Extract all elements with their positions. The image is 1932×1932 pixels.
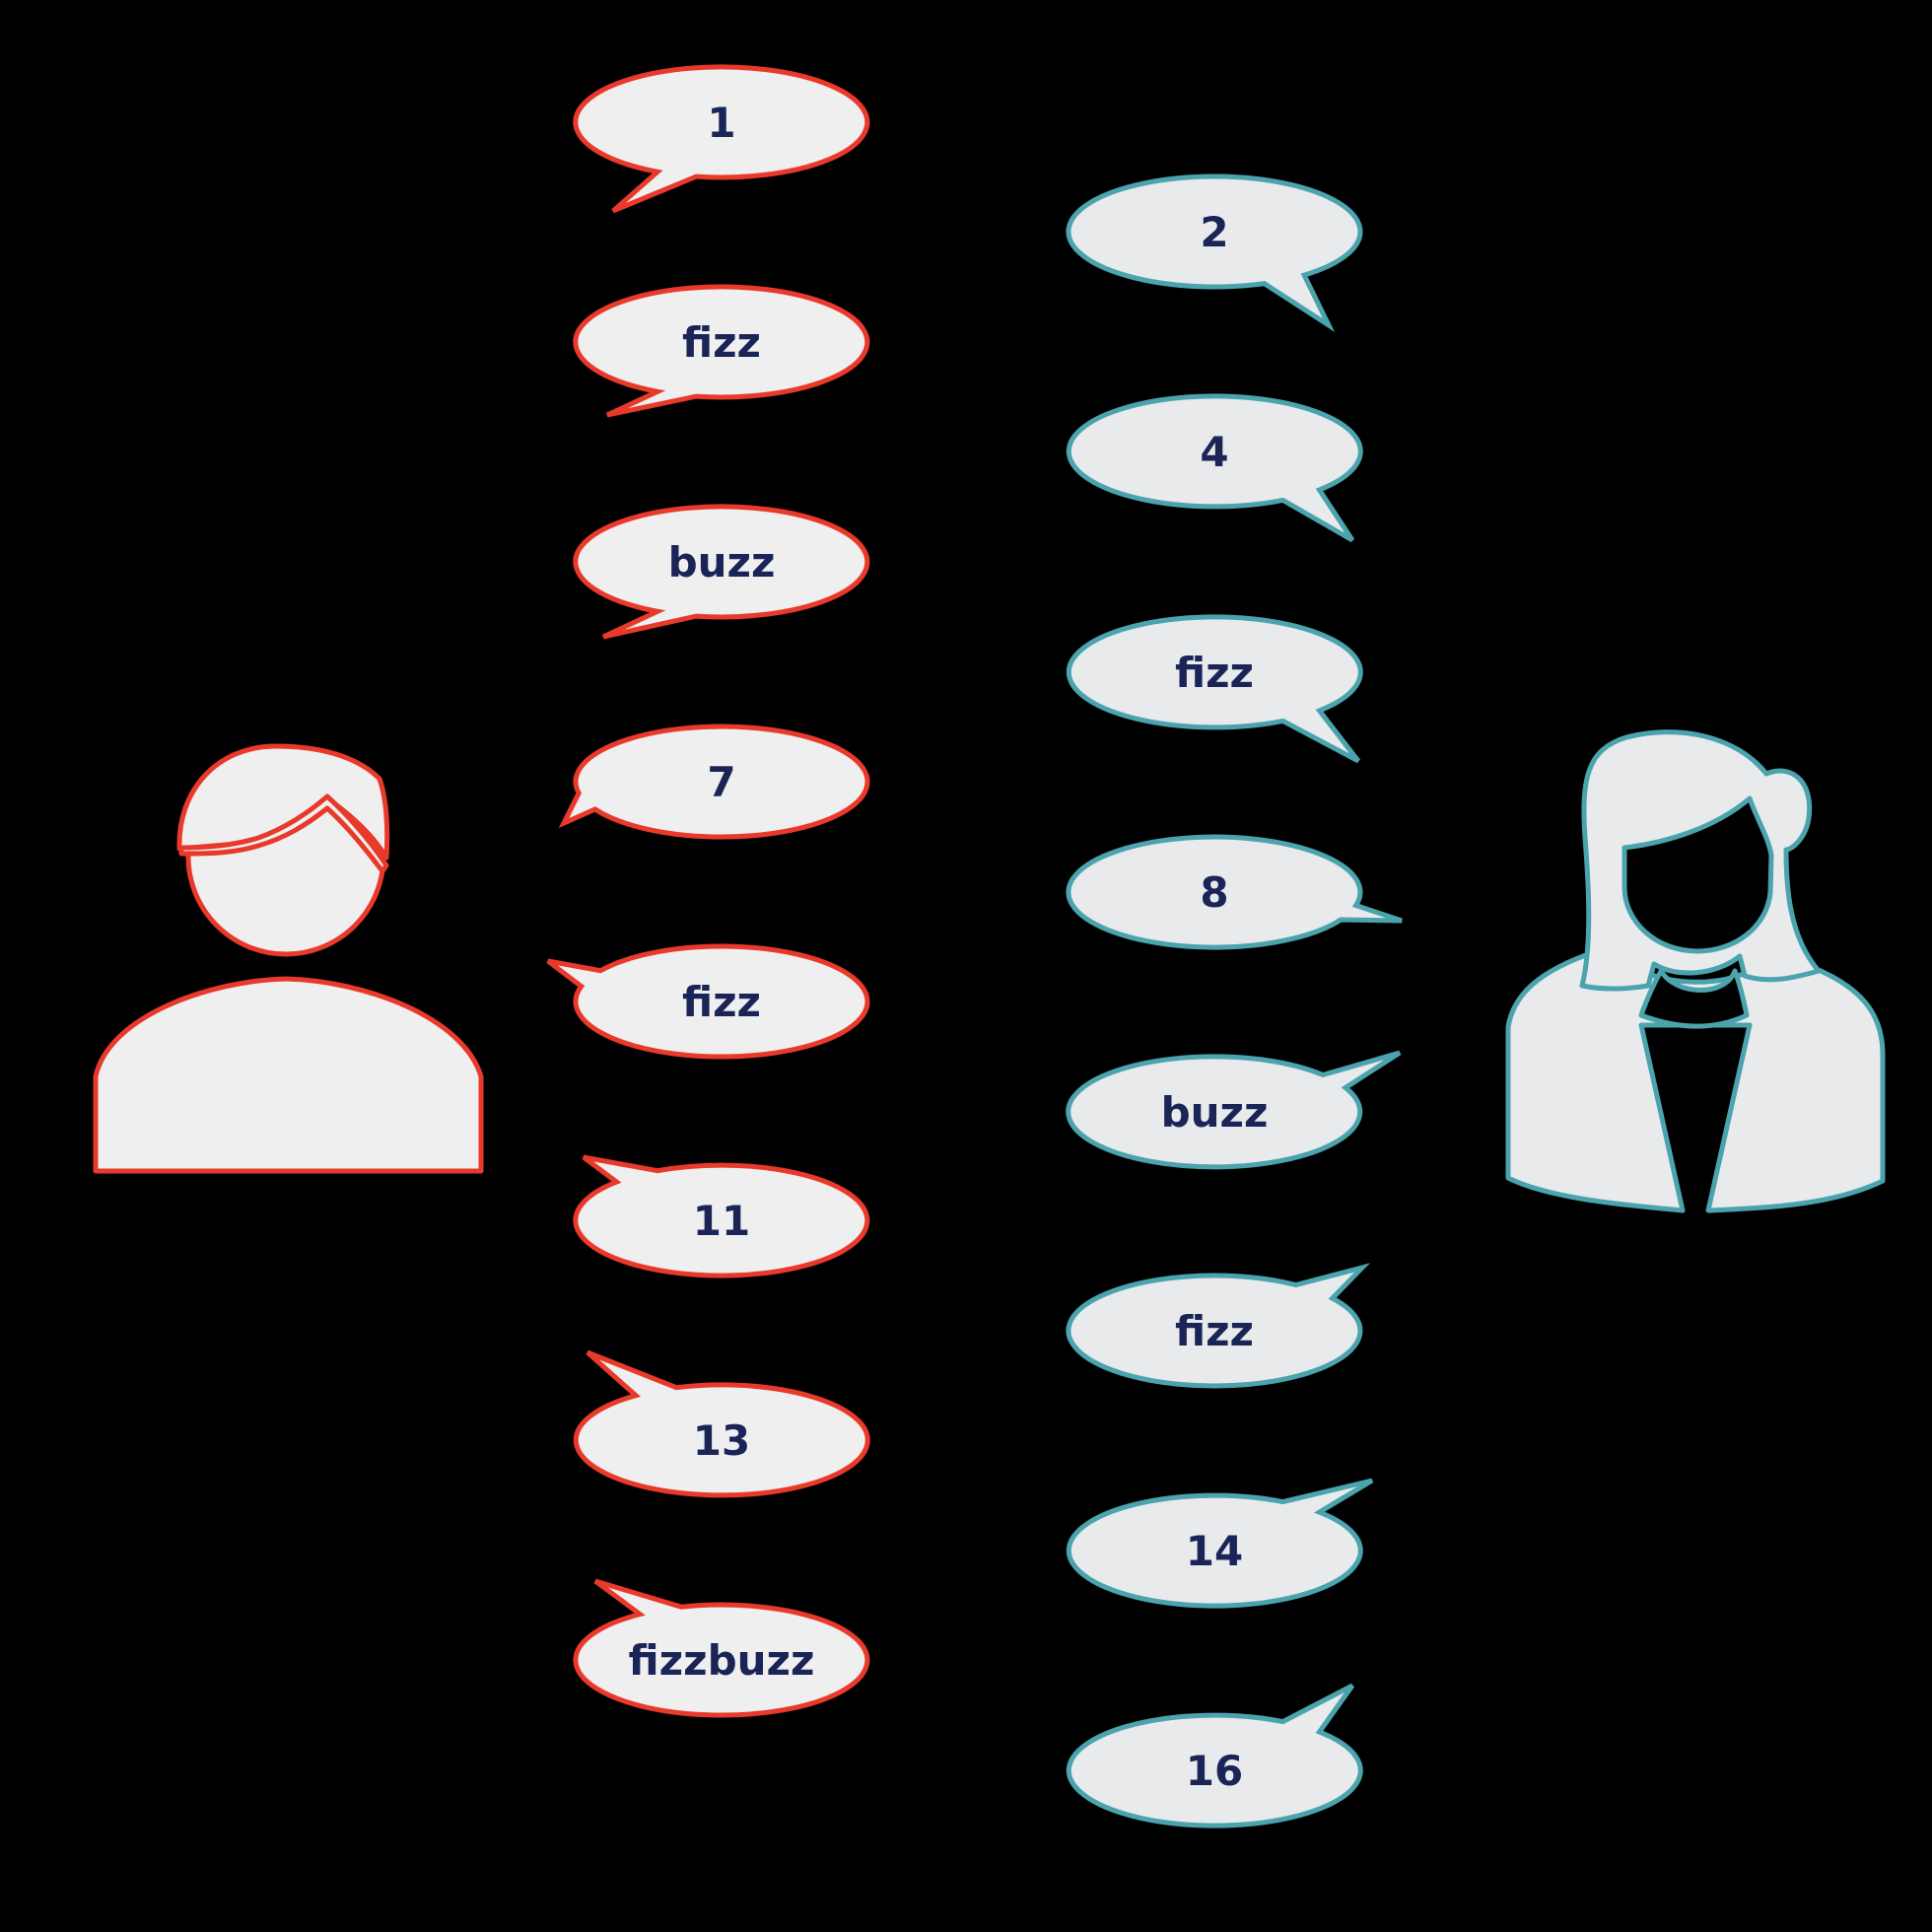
right-speech-bubble-text: 2: [1200, 208, 1228, 256]
left-speech-bubble: fizzbuzz: [573, 1578, 870, 1718]
left-speech-bubble-shape: [558, 724, 870, 840]
left-speech-bubble: buzz: [573, 504, 870, 640]
right-speech-bubble: fizz: [1066, 614, 1363, 764]
woman-person-icon: [1505, 729, 1886, 1213]
right-speech-bubble-shape: [1066, 173, 1363, 333]
left-speech-bubble: 11: [573, 1154, 870, 1278]
left-speech-bubble-shape: [573, 1578, 870, 1718]
right-speech-bubble-text: 16: [1186, 1747, 1243, 1795]
right-speech-bubble-text: fizz: [1175, 1307, 1254, 1355]
right-speech-bubble: 2: [1066, 173, 1363, 333]
left-speech-bubble-shape: [546, 943, 870, 1060]
left-speech-bubble-text: 11: [693, 1197, 750, 1245]
right-speech-bubble-shape: [1066, 1263, 1371, 1389]
woman-neck-shape: [1638, 968, 1750, 1029]
right-speech-bubble-shape: [1066, 1050, 1402, 1170]
right-speech-bubble: 4: [1066, 393, 1363, 543]
left-speech-bubble: 7: [558, 724, 870, 840]
left-speech-bubble-shape: [573, 1349, 870, 1498]
left-speech-bubble-text: 7: [707, 758, 735, 806]
right-speech-bubble: buzz: [1066, 1050, 1402, 1170]
right-speech-bubble-text: 4: [1200, 428, 1228, 476]
right-speech-bubble: 16: [1066, 1683, 1363, 1828]
right-speech-bubble-shape: [1066, 614, 1363, 764]
woman-body-shape: [1505, 941, 1886, 1213]
right-speech-bubble: 8: [1066, 834, 1403, 950]
speech-bubble-layer: 1fizzbuzz7fizz1113fizzbuzz24fizz8buzzfiz…: [546, 64, 1403, 1828]
man-person-icon: [93, 743, 484, 1174]
left-speech-bubble-text: 13: [693, 1416, 750, 1465]
right-speech-bubble-text: buzz: [1161, 1088, 1269, 1137]
right-speech-bubble-text: fizz: [1175, 649, 1254, 697]
left-speech-bubble-text: fizz: [682, 978, 761, 1026]
right-speech-bubble-text: 8: [1200, 868, 1228, 917]
left-speech-bubble: 1: [573, 64, 870, 214]
man-body-shape: [93, 976, 484, 1174]
left-speech-bubble: fizz: [573, 284, 870, 418]
left-speech-bubble-text: fizzbuzz: [629, 1636, 815, 1685]
right-speech-bubble-text: 14: [1186, 1527, 1243, 1575]
left-speech-bubble-shape: [573, 284, 870, 418]
right-speech-bubble-shape: [1066, 834, 1403, 950]
left-speech-bubble-text: buzz: [668, 538, 776, 586]
right-speech-bubble: 14: [1066, 1478, 1374, 1609]
right-speech-bubble-shape: [1066, 393, 1363, 543]
right-speech-bubble-shape: [1066, 1683, 1363, 1828]
left-speech-bubble-shape: [573, 64, 870, 214]
right-speech-bubble-shape: [1066, 1478, 1374, 1609]
left-speech-bubble-text: fizz: [682, 318, 761, 367]
left-speech-bubble: fizz: [546, 943, 870, 1060]
left-speech-bubble-text: 1: [707, 99, 735, 147]
left-speech-bubble-shape: [573, 1154, 870, 1278]
left-speech-bubble: 13: [573, 1349, 870, 1498]
right-speech-bubble: fizz: [1066, 1263, 1371, 1389]
left-speech-bubble-shape: [573, 504, 870, 640]
man-hair-fringe: [178, 794, 389, 874]
woman-face-shape: [1622, 795, 1774, 954]
